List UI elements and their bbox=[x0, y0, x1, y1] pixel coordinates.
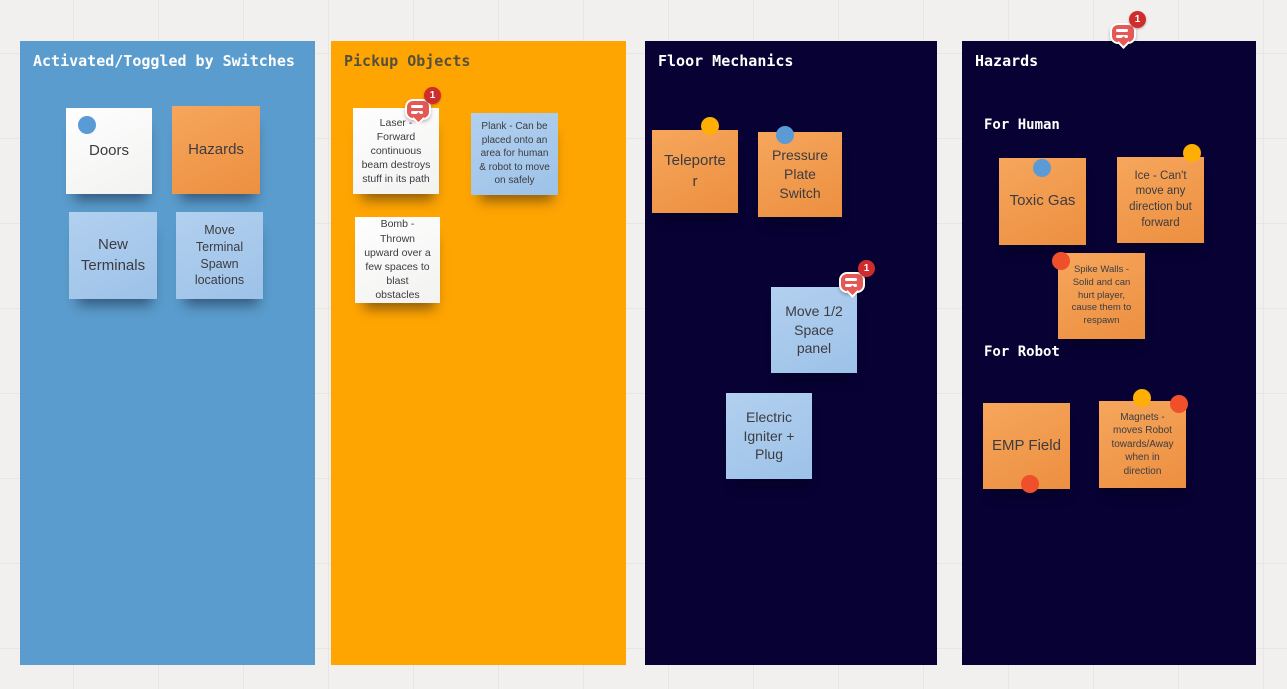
note-text: Spike Walls - Solid and can hurt player,… bbox=[1071, 263, 1132, 327]
note-text: Ice - Can't move any direction but forwa… bbox=[1129, 169, 1192, 229]
comment-indicator[interactable]: 1 bbox=[405, 87, 441, 125]
yellow-tag-dot[interactable] bbox=[1133, 389, 1151, 407]
comment-indicator[interactable]: 1 bbox=[839, 260, 875, 298]
red-tag-dot[interactable] bbox=[1170, 395, 1188, 413]
sticky-note-electric-igniter-plug[interactable]: Electric Igniter + Plug bbox=[726, 393, 812, 479]
comment-count-badge: 1 bbox=[1129, 11, 1146, 28]
note-text: Toxic Gas bbox=[1009, 192, 1076, 210]
frame-title[interactable]: Floor Mechanics bbox=[658, 52, 794, 70]
sticky-note-doors[interactable]: Doors bbox=[66, 108, 152, 194]
note-text: Pressure Plate Switch bbox=[771, 147, 829, 201]
sticky-note-move-terminal-spawn[interactable]: Move Terminal Spawn locations bbox=[176, 212, 263, 299]
sticky-note-move-half-space-panel[interactable]: 1 Move 1/2 Space panel bbox=[771, 260, 875, 373]
note-text: Teleporter bbox=[664, 152, 726, 190]
note-text: Move 1/2 Space panel bbox=[785, 302, 843, 357]
sticky-note-toxic-gas[interactable]: Toxic Gas bbox=[999, 158, 1086, 245]
blue-tag-dot[interactable] bbox=[1033, 159, 1051, 177]
blue-tag-dot[interactable] bbox=[78, 116, 96, 134]
sticky-note-teleporter[interactable]: Teleporter bbox=[652, 117, 738, 213]
red-tag-dot[interactable] bbox=[1021, 475, 1039, 493]
note-text: Plank - Can be placed onto an area for h… bbox=[479, 121, 550, 187]
yellow-tag-dot[interactable] bbox=[1183, 144, 1201, 162]
sticky-note-plank[interactable]: Plank - Can be placed onto an area for h… bbox=[471, 113, 558, 195]
sticky-note-emp-field[interactable]: EMP Field bbox=[983, 403, 1070, 493]
sticky-note-bomb[interactable]: Bomb - Thrown upward over a few spaces t… bbox=[355, 217, 440, 303]
note-text: Electric Igniter + Plug bbox=[743, 408, 795, 463]
frame-hazards[interactable]: 1 Hazards For Human Toxic Gas Ice - Can'… bbox=[962, 11, 1256, 665]
sticky-note-hazards[interactable]: Hazards bbox=[172, 106, 260, 194]
comment-count-badge: 1 bbox=[858, 260, 875, 277]
red-tag-dot[interactable] bbox=[1052, 252, 1070, 270]
note-text: EMP Field bbox=[992, 436, 1061, 454]
frame-activated-toggled-by-switches[interactable]: Activated/Toggled by Switches Doors Haza… bbox=[20, 41, 315, 665]
note-text: Laser - Forward continuous beam destroys… bbox=[361, 116, 431, 186]
sticky-note-magnets[interactable]: Magnets - moves Robot towards/Away when … bbox=[1099, 389, 1188, 488]
frame-title[interactable]: Activated/Toggled by Switches bbox=[33, 52, 295, 70]
yellow-tag-dot[interactable] bbox=[701, 117, 719, 135]
note-text: Bomb - Thrown upward over a few spaces t… bbox=[364, 218, 431, 302]
subheading-for-human[interactable]: For Human bbox=[984, 117, 1060, 133]
note-text: Doors bbox=[88, 141, 129, 159]
note-text: Hazards bbox=[188, 140, 244, 158]
blue-tag-dot[interactable] bbox=[776, 126, 794, 144]
subheading-for-robot[interactable]: For Robot bbox=[984, 344, 1060, 360]
sticky-note-ice[interactable]: Ice - Can't move any direction but forwa… bbox=[1117, 144, 1204, 243]
note-text: New Terminals bbox=[80, 236, 146, 274]
frame-title[interactable]: Pickup Objects bbox=[344, 52, 471, 70]
frame-title[interactable]: Hazards bbox=[975, 52, 1039, 70]
note-text: Move Terminal Spawn locations bbox=[194, 222, 245, 288]
comment-count-badge: 1 bbox=[424, 87, 441, 104]
sticky-note-pressure-plate-switch[interactable]: Pressure Plate Switch bbox=[758, 126, 842, 217]
frame-floor-mechanics[interactable]: Floor Mechanics Teleporter Pressure Plat… bbox=[645, 41, 937, 665]
note-text: Magnets - moves Robot towards/Away when … bbox=[1111, 411, 1174, 477]
comment-indicator[interactable]: 1 bbox=[1110, 11, 1146, 49]
frame-pickup-objects[interactable]: Pickup Objects 1 Laser - Forward continu… bbox=[331, 41, 626, 665]
sticky-note-laser[interactable]: 1 Laser - Forward continuous beam destro… bbox=[353, 87, 441, 194]
comment-bubble-icon bbox=[839, 272, 865, 293]
sticky-note-new-terminals[interactable]: New Terminals bbox=[69, 212, 157, 299]
sticky-note-spike-walls[interactable]: Spike Walls - Solid and can hurt player,… bbox=[1052, 252, 1145, 339]
